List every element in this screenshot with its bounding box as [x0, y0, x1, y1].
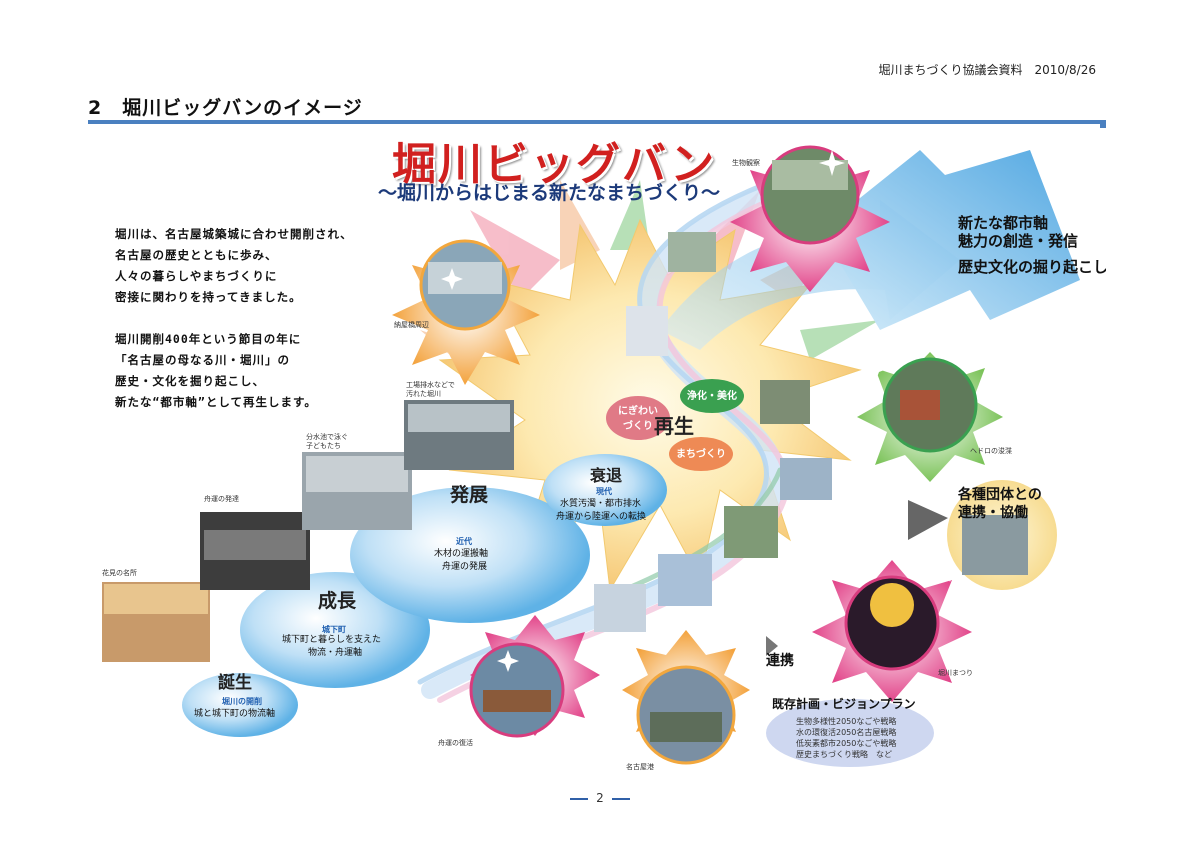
pill-joka-bg — [680, 379, 744, 413]
figure-title: 堀川ビッグバン — [392, 139, 717, 190]
phase-seicho-desc-2: 物流・舟運軸 — [308, 648, 363, 658]
renkei-label: 連携 — [766, 653, 794, 669]
phase-seicho-sub: 城下町 — [322, 625, 346, 634]
phase-suitai-sub: 現代 — [596, 487, 612, 496]
caption-shuun: 舟運の発達 — [204, 495, 239, 503]
caption-bunsui-2: 子どもたち — [306, 442, 341, 450]
goal-renkei: 各種団体との 連携・協働 — [958, 487, 1042, 521]
caption-matsuri: 堀川まつり — [938, 669, 973, 677]
sparkles — [441, 150, 961, 672]
plan-item: 生物多様性2050なごや戦略 — [796, 717, 897, 726]
phase-hatten-desc-2: 舟運の発展 — [442, 562, 488, 572]
plan-item: 低炭素都市2050なごや戦略 — [796, 739, 897, 748]
title-rule — [88, 120, 1106, 124]
big-bang-figure: 堀川ビッグバン ～堀川からはじまる新たなまちづくり～ 堀川は、名古屋城築城に合わ… — [96, 128, 1106, 773]
pill-machi: まちづくり — [676, 449, 726, 460]
plan-title: 既存計画・ビジョンプラン — [772, 697, 916, 711]
star-photos — [392, 145, 1003, 765]
plan-arrow-down — [766, 636, 778, 656]
intro-line: 新たな“都市軸”として再生します。 — [115, 395, 317, 409]
plan-item: 歴史まちづくり戦略 など — [796, 750, 892, 759]
figure-graphics — [102, 145, 1080, 767]
header-meta: 堀川まちづくり協議会資料 2010/8/26 — [878, 63, 1096, 77]
title-rule-cap — [1100, 120, 1106, 128]
caption-seibutsu: 生物観察 — [732, 159, 760, 167]
plan-item: 水の環復活2050名古屋戦略 — [796, 728, 897, 737]
caption-kojo: 工場排水などで — [406, 381, 455, 389]
renkei-arrow — [908, 500, 948, 540]
intro-line: 名古屋の歴史とともに歩み、 — [115, 248, 278, 262]
goal-rekishi: 歴史文化の掘り起こし — [958, 258, 1106, 276]
phase-hatten-desc-1: 木材の運搬軸 — [434, 549, 489, 559]
intro-line: 堀川は、名古屋城築城に合わせ開削され、 — [115, 227, 353, 241]
plan-ellipse — [766, 699, 934, 767]
phase-tanjo-sub: 堀川の開削 — [222, 697, 262, 706]
goal-toshijiku: 新たな都市軸 魅力の創造・発信 — [958, 214, 1079, 250]
caption-bunsui: 分水池で泳ぐ — [306, 433, 348, 441]
intro-line: 「名古屋の母なる川・堀川」の — [115, 353, 290, 367]
phase-seicho-title: 成長 — [318, 590, 357, 612]
phase-suitai-desc-1: 水質汚濁・都市排水 — [560, 499, 642, 509]
caption-kojo-2: 汚れた堀川 — [406, 390, 441, 398]
caption-nagoyako: 名古屋港 — [626, 763, 654, 771]
intro-text: 堀川は、名古屋城築城に合わせ開削され、 名古屋の歴史とともに歩み、 人々の暮らし… — [115, 224, 353, 413]
phase-suitai-title: 衰退 — [590, 466, 623, 485]
pill-joka: 浄化・美化 — [687, 391, 737, 402]
caption-hedoro: ヘドロの浚渫 — [970, 447, 1012, 455]
regeneration-label: 再生 — [654, 414, 694, 438]
caption-nayabashi: 納屋橋周辺 — [394, 321, 429, 329]
footer-dash-left — [570, 797, 589, 800]
figure-subtitle: ～堀川からはじまる新たなまちづくり～ — [378, 182, 721, 204]
page-footer: 2 — [0, 791, 1200, 805]
phase-seicho-desc-1: 城下町と暮らしを支えた — [282, 635, 382, 645]
phase-tanjo-title: 誕生 — [218, 673, 252, 693]
intro-line: 人々の暮らしやまちづくりに — [115, 269, 278, 283]
photo-tiles — [102, 232, 1028, 662]
phase-hatten-sub: 近代 — [456, 537, 472, 546]
intro-line: 歴史・文化を掘り起こし、 — [115, 374, 265, 388]
phase-hatten-title: 発展 — [450, 484, 489, 506]
intro-line: 堀川開削400年という節目の年に — [115, 332, 302, 346]
phase-suitai-desc-2: 舟運から陸運への転換 — [556, 512, 647, 522]
footer-dash-right — [611, 797, 630, 800]
bubble-tanjo — [182, 673, 298, 737]
section-title: 2 堀川ビッグバンのイメージ — [88, 97, 363, 119]
future-arrow-head — [820, 150, 1080, 330]
pill-nigiwai-bg — [606, 396, 670, 440]
plan-items: 生物多様性2050なごや戦略 水の環復活2050名古屋戦略 低炭素都市2050な… — [796, 716, 896, 760]
pill-machi-bg — [669, 437, 733, 471]
page-number: 2 — [596, 791, 604, 805]
intro-line: 密接に関わりを持ってきました。 — [115, 290, 302, 304]
caption-shuun-fukkatsu: 舟運の復活 — [438, 739, 473, 747]
bubble-suitai — [543, 454, 667, 526]
pill-nigiwai: にぎわい づくり — [618, 406, 658, 432]
intro-line — [115, 308, 353, 329]
caption-hanami: 花見の名所 — [102, 569, 137, 577]
phase-tanjo-desc: 城と城下町の物流軸 — [194, 709, 276, 719]
